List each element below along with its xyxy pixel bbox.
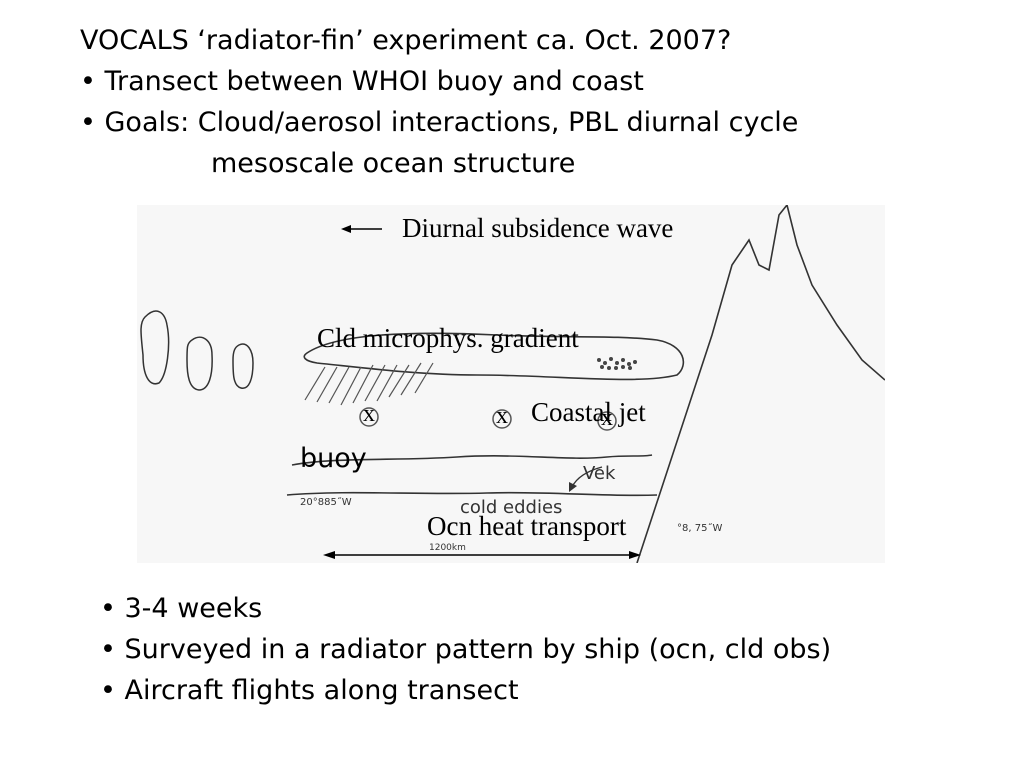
site-marker-2: x bbox=[496, 403, 508, 429]
header-bullet-goals: • Goals: Cloud/aerosol interactions, PBL… bbox=[80, 107, 799, 138]
left-coordinate-label: 20°885˝W bbox=[300, 497, 352, 508]
scale-label: 1200km bbox=[429, 543, 466, 553]
coastal-jet-label: Coastal jet bbox=[531, 397, 646, 427]
site-circle-3 bbox=[597, 411, 617, 431]
right-coordinate-label: °8, 75˝W bbox=[677, 523, 723, 534]
header-bullet-transect: • Transect between WHOI buoy and coast bbox=[80, 66, 644, 97]
cloud-gradient-label: Cld microphys. gradient bbox=[317, 323, 579, 353]
slide-title: VOCALS ‘radiator-fin’ experiment ca. Oct… bbox=[80, 25, 732, 56]
subsidence-wave-label: Diurnal subsidence wave bbox=[402, 213, 674, 243]
vek-label: Vek bbox=[583, 463, 616, 484]
footer-bullet-survey: • Surveyed in a radiator pattern by ship… bbox=[100, 634, 832, 665]
aerosol-dots bbox=[597, 357, 637, 370]
site-circle-2 bbox=[492, 409, 512, 429]
buoy-label: buoy bbox=[300, 443, 367, 474]
transect-diagram: Diurnal subsidence wave Cld microphys. g… bbox=[137, 205, 885, 563]
diagram-drawing bbox=[137, 205, 885, 563]
site-marker-3: x bbox=[601, 405, 613, 431]
header-text-block: VOCALS ‘radiator-fin’ experiment ca. Oct… bbox=[80, 20, 798, 184]
footer-bullet-duration: • 3-4 weeks bbox=[100, 593, 263, 624]
cloud-deck bbox=[303, 332, 685, 381]
site-marker-1: x bbox=[363, 401, 375, 427]
drizzle-streaks bbox=[304, 362, 434, 406]
cloud-cell-1 bbox=[140, 310, 170, 385]
cloud-cell-3 bbox=[232, 343, 254, 389]
ocean-boundary-lower bbox=[286, 491, 658, 497]
site-circle-1 bbox=[359, 407, 379, 427]
footer-bullet-aircraft: • Aircraft flights along transect bbox=[100, 675, 519, 706]
header-bullet-goals-continuation: mesoscale ocean structure bbox=[211, 148, 576, 179]
ocean-boundary-upper bbox=[291, 454, 653, 466]
footer-text-block: • 3-4 weeks • Surveyed in a radiator pat… bbox=[100, 588, 831, 711]
cloud-cell-2 bbox=[186, 336, 213, 391]
heat-transport-label: Ocn heat transport bbox=[427, 511, 627, 541]
coastline-mountains bbox=[636, 205, 885, 563]
cold-eddies-label: cold eddies bbox=[460, 497, 563, 518]
